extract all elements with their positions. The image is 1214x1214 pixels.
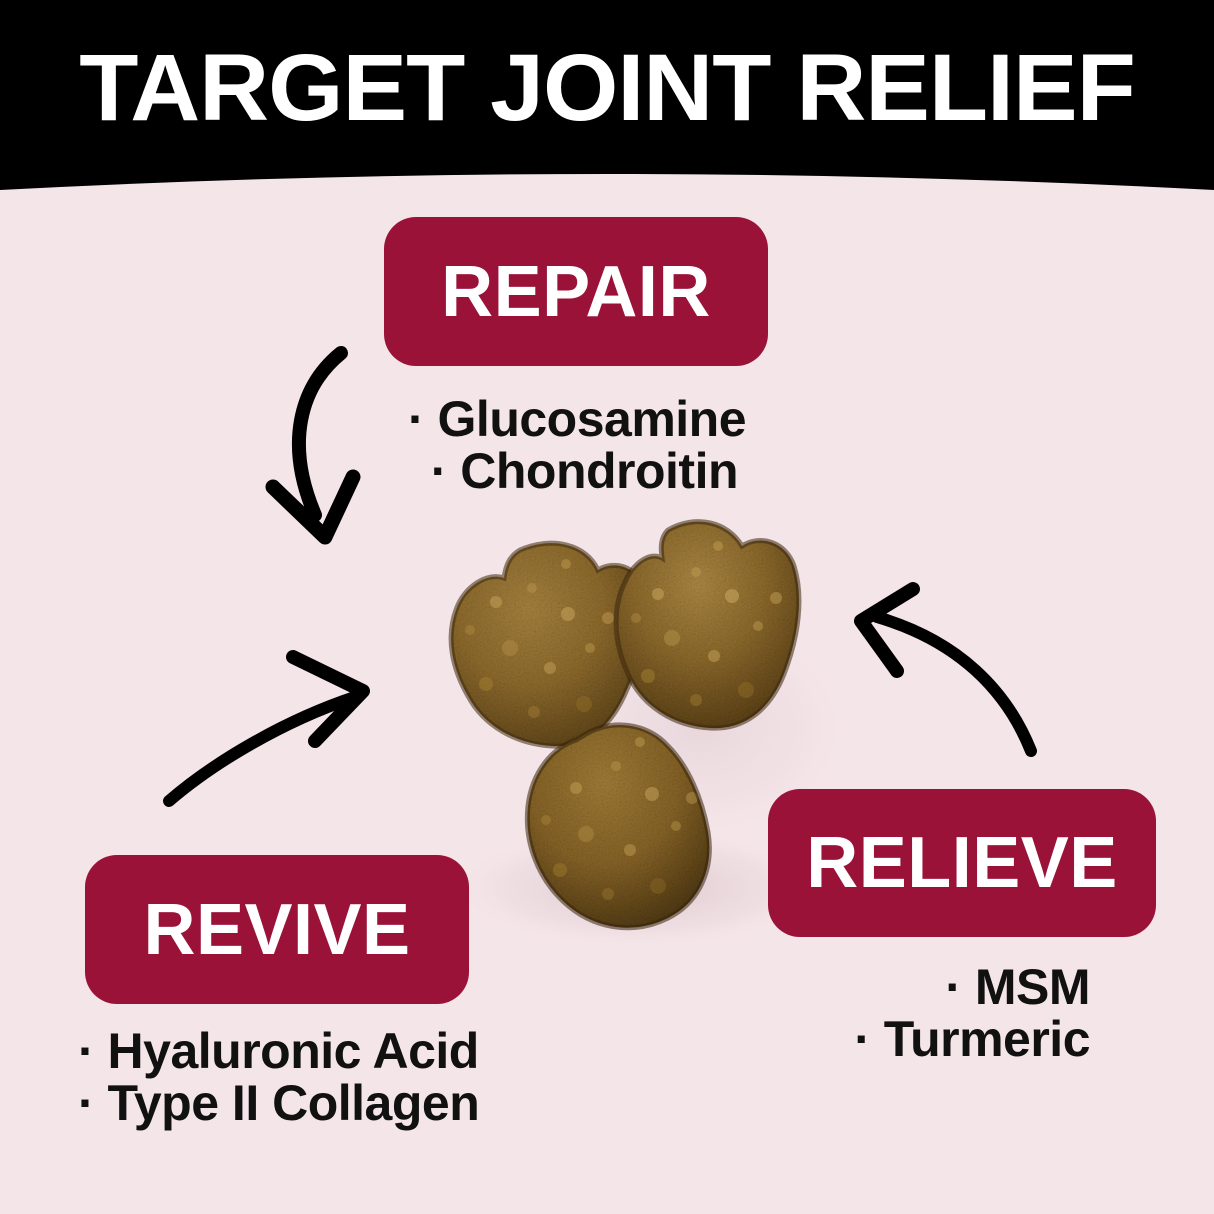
chew-piece-top-right xyxy=(613,519,802,731)
ingredient-item: · Turmeric xyxy=(854,1011,1090,1067)
product-chews-image xyxy=(448,519,850,948)
badge-relieve-label: RELIEVE xyxy=(806,823,1118,903)
badge-relieve[interactable]: RELIEVE xyxy=(768,789,1156,937)
header-band xyxy=(0,0,1214,190)
chew-piece-left xyxy=(448,540,649,749)
arrow-to-chews-bottom-left xyxy=(163,650,370,807)
badge-revive[interactable]: REVIVE xyxy=(85,855,469,1004)
ingredient-list-relieve: · MSM · Turmeric xyxy=(780,962,1090,1066)
badge-revive-label: REVIVE xyxy=(143,889,411,970)
ingredient-item: · Hyaluronic Acid xyxy=(78,1023,479,1079)
ingredient-item: · Type II Collagen xyxy=(78,1075,480,1131)
arrow-to-chews-top-left xyxy=(265,346,361,545)
ingredient-item: · Glucosamine xyxy=(408,391,747,447)
ingredient-list-revive: · Hyaluronic Acid · Type II Collagen xyxy=(78,1026,498,1130)
chew-piece-bottom xyxy=(524,722,712,931)
page-title: TARGET JOINT RELIEF xyxy=(79,35,1136,141)
arrow-to-chews-right xyxy=(854,582,1037,757)
badge-repair[interactable]: REPAIR xyxy=(384,217,768,366)
ingredient-list-repair: · Glucosamine · Chondroitin xyxy=(408,391,747,499)
ingredient-item: · MSM xyxy=(945,959,1090,1015)
badge-repair-label: REPAIR xyxy=(441,251,711,332)
ingredient-item: · Chondroitin xyxy=(430,443,739,499)
